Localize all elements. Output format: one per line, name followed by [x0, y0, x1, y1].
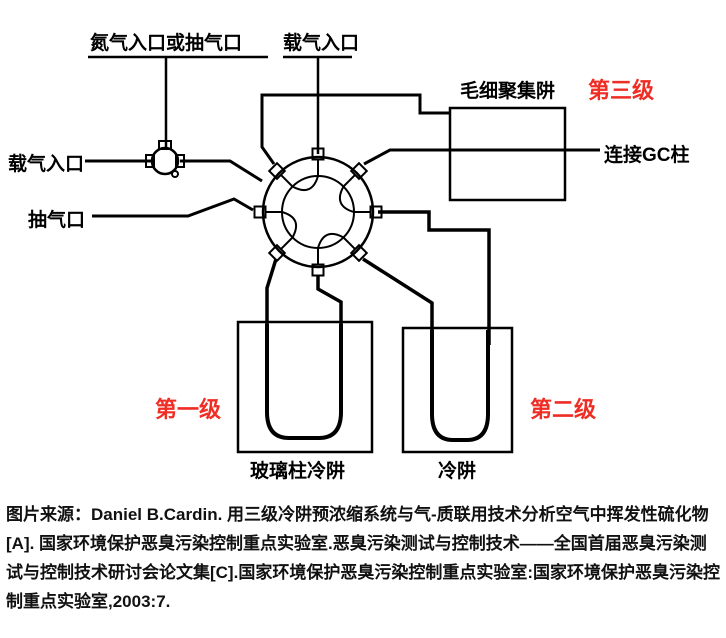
valve-channel-2 — [338, 186, 355, 213]
label-stage-2: 第二级 — [530, 397, 597, 422]
trap1-vessel — [236, 320, 374, 454]
valve-channel-3 — [317, 232, 344, 249]
valve-port-sw — [267, 243, 287, 263]
tee-fitting-body — [150, 146, 180, 176]
valve-to-trap1-right-line — [316, 276, 343, 345]
valve-to-capillary-trap-line — [260, 93, 450, 165]
label-stage-1: 第一级 — [155, 397, 222, 422]
trap1-u-tube — [265, 324, 343, 440]
label-carrier-gas-left: 载气入口 — [8, 154, 85, 175]
valve-port-n — [311, 147, 325, 161]
valve-port-e — [369, 205, 383, 219]
gc-column-line — [363, 148, 600, 166]
label-glass-trap: 玻璃柱冷阱 — [250, 461, 346, 482]
valve-port-s — [311, 263, 325, 277]
valve-radial-stubs-diagonal — [280, 174, 356, 250]
valve-channel-1 — [292, 175, 319, 192]
label-cold-trap: 冷阱 — [438, 461, 477, 482]
tee-flange-left — [145, 154, 155, 168]
diagram-canvas — [85, 55, 600, 454]
tee-flange-top — [158, 140, 172, 150]
image-source-caption: 图片来源：Daniel B.Cardin. 用三级冷阱预浓缩系统与气-质联用技术… — [6, 505, 720, 611]
capillary-trap-box — [448, 106, 567, 202]
valve-channel-4 — [281, 211, 298, 238]
label-gc-column: 连接GC柱 — [604, 145, 690, 166]
tee-to-valve-line — [180, 159, 263, 183]
nitrogen-inlet-line — [88, 55, 268, 148]
label-nitrogen-inlet: 氮气入口或抽气口 — [90, 33, 243, 54]
tee-handle — [171, 170, 179, 178]
valve-port-w — [253, 205, 267, 219]
pump-port-line — [92, 197, 254, 218]
tee-flange-right — [175, 154, 185, 168]
valve-to-trap2-left-line — [362, 257, 434, 345]
preconcentrator-diagram: 氮气入口或抽气口 载气入口 载气入口 抽气口 毛细聚集阱 连接GC柱 玻璃柱冷阱… — [8, 33, 690, 482]
trap2-u-tube — [430, 330, 490, 442]
trap2-vessel — [401, 326, 514, 454]
valve-port-ne — [349, 161, 369, 181]
valve-port-se — [349, 243, 369, 263]
carrier-top-line — [283, 55, 352, 154]
label-carrier-gas-top: 载气入口 — [283, 33, 360, 54]
valve-radial-stubs-cardinal — [266, 160, 370, 264]
valve-port-nw — [267, 161, 287, 181]
valve-outer-ring — [261, 155, 375, 269]
label-stage-3: 第三级 — [588, 78, 655, 103]
label-capillary-trap: 毛细聚集阱 — [460, 81, 556, 102]
valve-to-trap2-right-line — [378, 210, 491, 345]
label-pump-port: 抽气口 — [28, 210, 86, 231]
